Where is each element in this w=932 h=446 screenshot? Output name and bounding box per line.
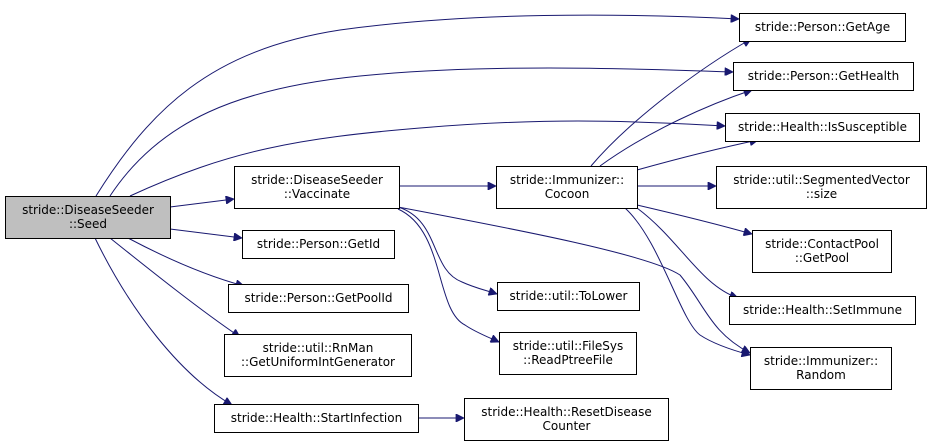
node-label-line: stride::ContactPool bbox=[765, 237, 879, 251]
node-box bbox=[733, 62, 914, 91]
node-box bbox=[497, 282, 640, 311]
node-person-getid[interactable]: stride::Person::GetId bbox=[242, 230, 395, 259]
node-box bbox=[214, 404, 419, 433]
node-box bbox=[464, 398, 669, 441]
node-box bbox=[752, 230, 892, 273]
node-box bbox=[234, 166, 400, 209]
node-diseaseseeder-seed[interactable]: stride::DiseaseSeeder::Seed bbox=[5, 196, 171, 239]
node-label-line: stride::util::RnMan bbox=[263, 341, 374, 355]
node-label-line: ::ReadPtreeFile bbox=[523, 353, 613, 367]
node-box bbox=[228, 284, 409, 313]
node-label-line: stride::Person::GetHealth bbox=[748, 69, 900, 83]
edge-seed-startinfection bbox=[94, 237, 232, 405]
node-box bbox=[716, 166, 927, 209]
node-label-line: Counter bbox=[543, 419, 591, 433]
node-label-line: Cocoon bbox=[545, 187, 590, 201]
edge-cocoon-getage bbox=[590, 39, 751, 167]
node-health-setimmune[interactable]: stride::Health::SetImmune bbox=[729, 296, 916, 325]
edge-vaccinate-readptree bbox=[397, 208, 499, 342]
node-label-line: ::size bbox=[806, 187, 837, 201]
node-box bbox=[750, 347, 892, 390]
node-box bbox=[242, 230, 395, 259]
node-label-line: stride::Immunizer:: bbox=[764, 354, 878, 368]
node-box bbox=[729, 296, 916, 325]
edge-cocoon-random bbox=[624, 207, 750, 355]
edge-seed-getpoolid bbox=[127, 237, 244, 286]
node-label-line: stride::util::ToLower bbox=[510, 289, 628, 303]
node-segmentedvector-size[interactable]: stride::util::SegmentedVector::size bbox=[716, 166, 927, 209]
node-box bbox=[5, 196, 171, 239]
node-label-line: ::Vaccinate bbox=[284, 187, 350, 201]
edge-seed-vaccinate bbox=[169, 199, 234, 208]
node-label-line: stride::Health::StartInfection bbox=[231, 411, 402, 425]
node-label-line: stride::Person::GetId bbox=[257, 237, 380, 251]
node-person-gethealth[interactable]: stride::Person::GetHealth bbox=[733, 62, 914, 91]
node-box bbox=[224, 334, 412, 377]
node-label-line: stride::Health::IsSusceptible bbox=[738, 120, 907, 134]
edge-cocoon-getpool bbox=[636, 204, 752, 234]
node-label-line: stride::Person::GetAge bbox=[755, 20, 890, 34]
edge-seed-issusceptible bbox=[129, 120, 725, 197]
edge-vaccinate-random bbox=[397, 206, 750, 354]
edge-cocoon-setimmune bbox=[636, 207, 738, 298]
node-box bbox=[499, 332, 637, 375]
node-util-tolower[interactable]: stride::util::ToLower bbox=[497, 282, 640, 311]
node-box bbox=[739, 13, 906, 42]
edge-seed-getage bbox=[95, 15, 739, 197]
node-health-startinfection[interactable]: stride::Health::StartInfection bbox=[214, 404, 419, 433]
edge-seed-rnman bbox=[109, 237, 240, 337]
node-contactpool-getpool[interactable]: stride::ContactPool::GetPool bbox=[752, 230, 892, 273]
node-label-line: Random bbox=[796, 368, 846, 382]
node-label-line: ::GetPool bbox=[795, 251, 849, 265]
node-health-issusceptible[interactable]: stride::Health::IsSusceptible bbox=[725, 113, 920, 142]
node-immunizer-cocoon[interactable]: stride::Immunizer::Cocoon bbox=[496, 166, 638, 209]
node-label-line: stride::Person::GetPoolId bbox=[244, 291, 392, 305]
edge-cocoon-gethealth bbox=[599, 90, 752, 167]
edge-vaccinate-tolower bbox=[397, 206, 497, 294]
node-person-getpoolid[interactable]: stride::Person::GetPoolId bbox=[228, 284, 409, 313]
edge-seed-getid bbox=[169, 228, 242, 238]
node-label-line: stride::Health::SetImmune bbox=[743, 303, 902, 317]
node-label-line: stride::DiseaseSeeder bbox=[251, 173, 383, 187]
node-label-line: stride::Immunizer:: bbox=[510, 173, 624, 187]
node-person-getage[interactable]: stride::Person::GetAge bbox=[739, 13, 906, 42]
node-label-line: ::GetUniformIntGenerator bbox=[241, 355, 395, 369]
node-rnman-getuniformintgenerator[interactable]: stride::util::RnMan::GetUniformIntGenera… bbox=[224, 334, 412, 377]
edge-cocoon-issusceptible bbox=[636, 140, 758, 171]
node-filesys-readptreefile[interactable]: stride::util::FileSys::ReadPtreeFile bbox=[499, 332, 637, 375]
edges bbox=[94, 15, 758, 418]
node-label-line: stride::util::SegmentedVector bbox=[733, 173, 910, 187]
node-label-line: stride::DiseaseSeeder bbox=[22, 203, 154, 217]
node-diseaseseeder-vaccinate[interactable]: stride::DiseaseSeeder::Vaccinate bbox=[234, 166, 400, 209]
node-box bbox=[496, 166, 638, 209]
node-label-line: ::Seed bbox=[69, 217, 107, 231]
node-box bbox=[725, 113, 920, 142]
edge-seed-gethealth bbox=[109, 67, 733, 197]
node-immunizer-random[interactable]: stride::Immunizer::Random bbox=[750, 347, 892, 390]
node-label-line: stride::util::FileSys bbox=[513, 339, 623, 353]
nodes: stride::DiseaseSeeder::Seed stride::Dise… bbox=[5, 13, 927, 441]
node-label-line: stride::Health::ResetDisease bbox=[481, 405, 652, 419]
